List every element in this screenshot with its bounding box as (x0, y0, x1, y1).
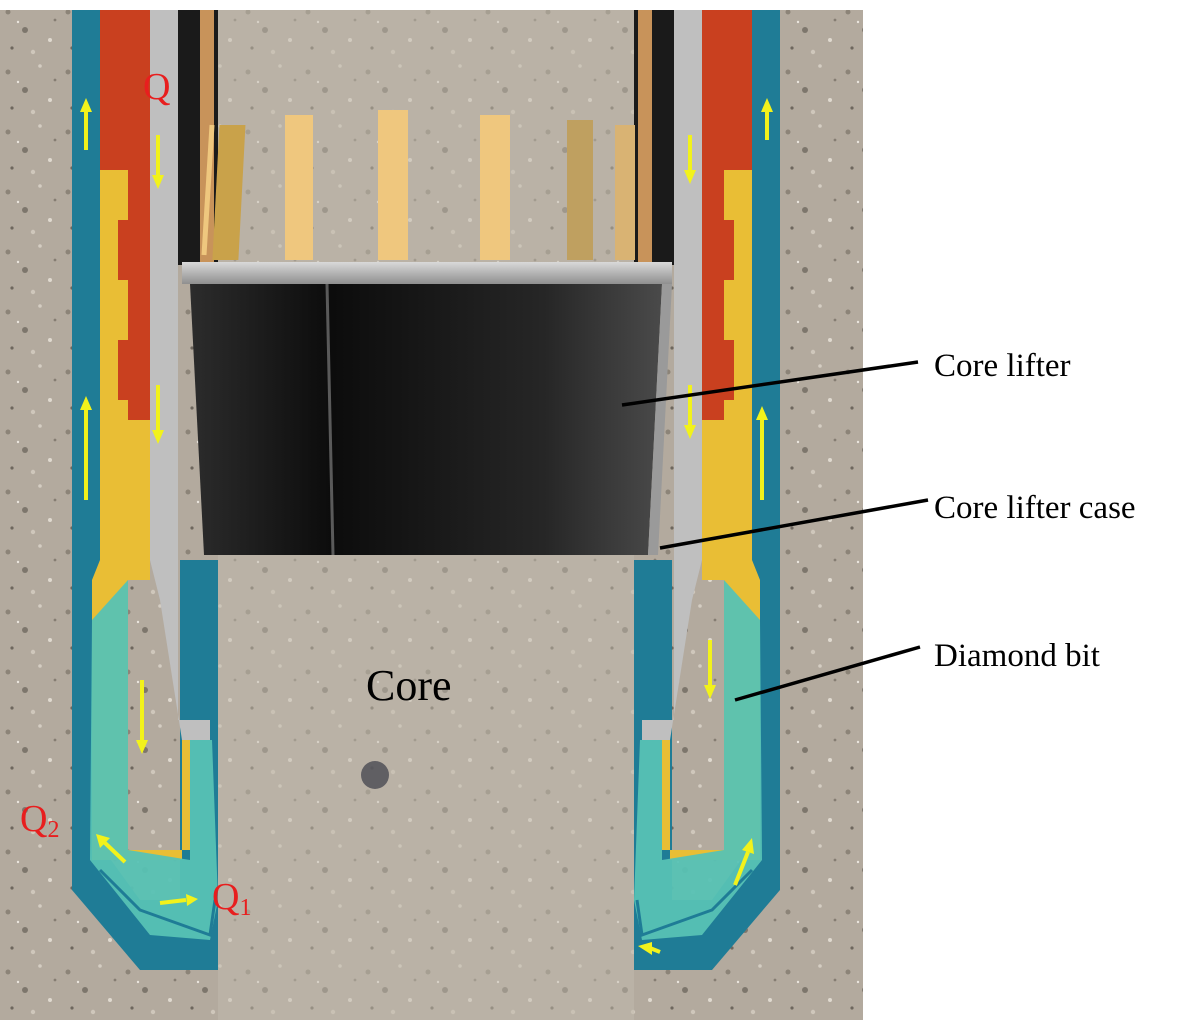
flow-arrows (80, 98, 773, 955)
diamond-bit-label: Diamond bit (934, 638, 1100, 674)
core-lifter-case-label: Core lifter case (934, 490, 1136, 526)
right-core-lifter-case (642, 10, 702, 740)
callout-lines (621, 360, 929, 702)
flow-label-q: Q (143, 66, 171, 108)
arrow-up-right-top (761, 98, 773, 140)
core-lifter-ring (182, 262, 672, 284)
core-lifter-case-leader (659, 498, 929, 550)
core-lifter (182, 262, 672, 556)
arrow-left-right-bottom (638, 942, 661, 955)
core-lifter-label: Core lifter (934, 348, 1071, 384)
arrow-down-left-bit (136, 680, 148, 754)
arrow-down-left-mid (152, 385, 164, 444)
arrow-up-right-bit (733, 838, 754, 886)
arrow-up-left-top (80, 98, 92, 150)
left-core-lifter-case (150, 10, 210, 740)
diamond-bit-leader (734, 645, 921, 702)
right-red-part (702, 10, 752, 420)
flow-label-q2: Q2 (20, 798, 60, 843)
left-red-part (100, 10, 150, 420)
arrow-down-right-bit (704, 640, 716, 699)
arrow-down-right-top (684, 135, 696, 184)
arrow-up-right-mid (756, 406, 768, 500)
core-label: Core (366, 661, 452, 710)
core-lifter-leader (621, 360, 919, 407)
arrow-down-left-top (152, 135, 164, 189)
left-bit-wall (72, 10, 218, 970)
core-lifter-body (190, 284, 662, 555)
arrow-up-left-mid (80, 396, 92, 500)
flow-label-q1: Q1 (212, 876, 252, 921)
arrow-q1-right (159, 894, 198, 906)
right-teal-bit (634, 580, 762, 940)
arrow-q2-left (96, 834, 127, 864)
arrow-down-right-mid (684, 385, 696, 439)
core-catcher-fingers (201, 110, 635, 260)
left-teal-bit (90, 580, 218, 940)
